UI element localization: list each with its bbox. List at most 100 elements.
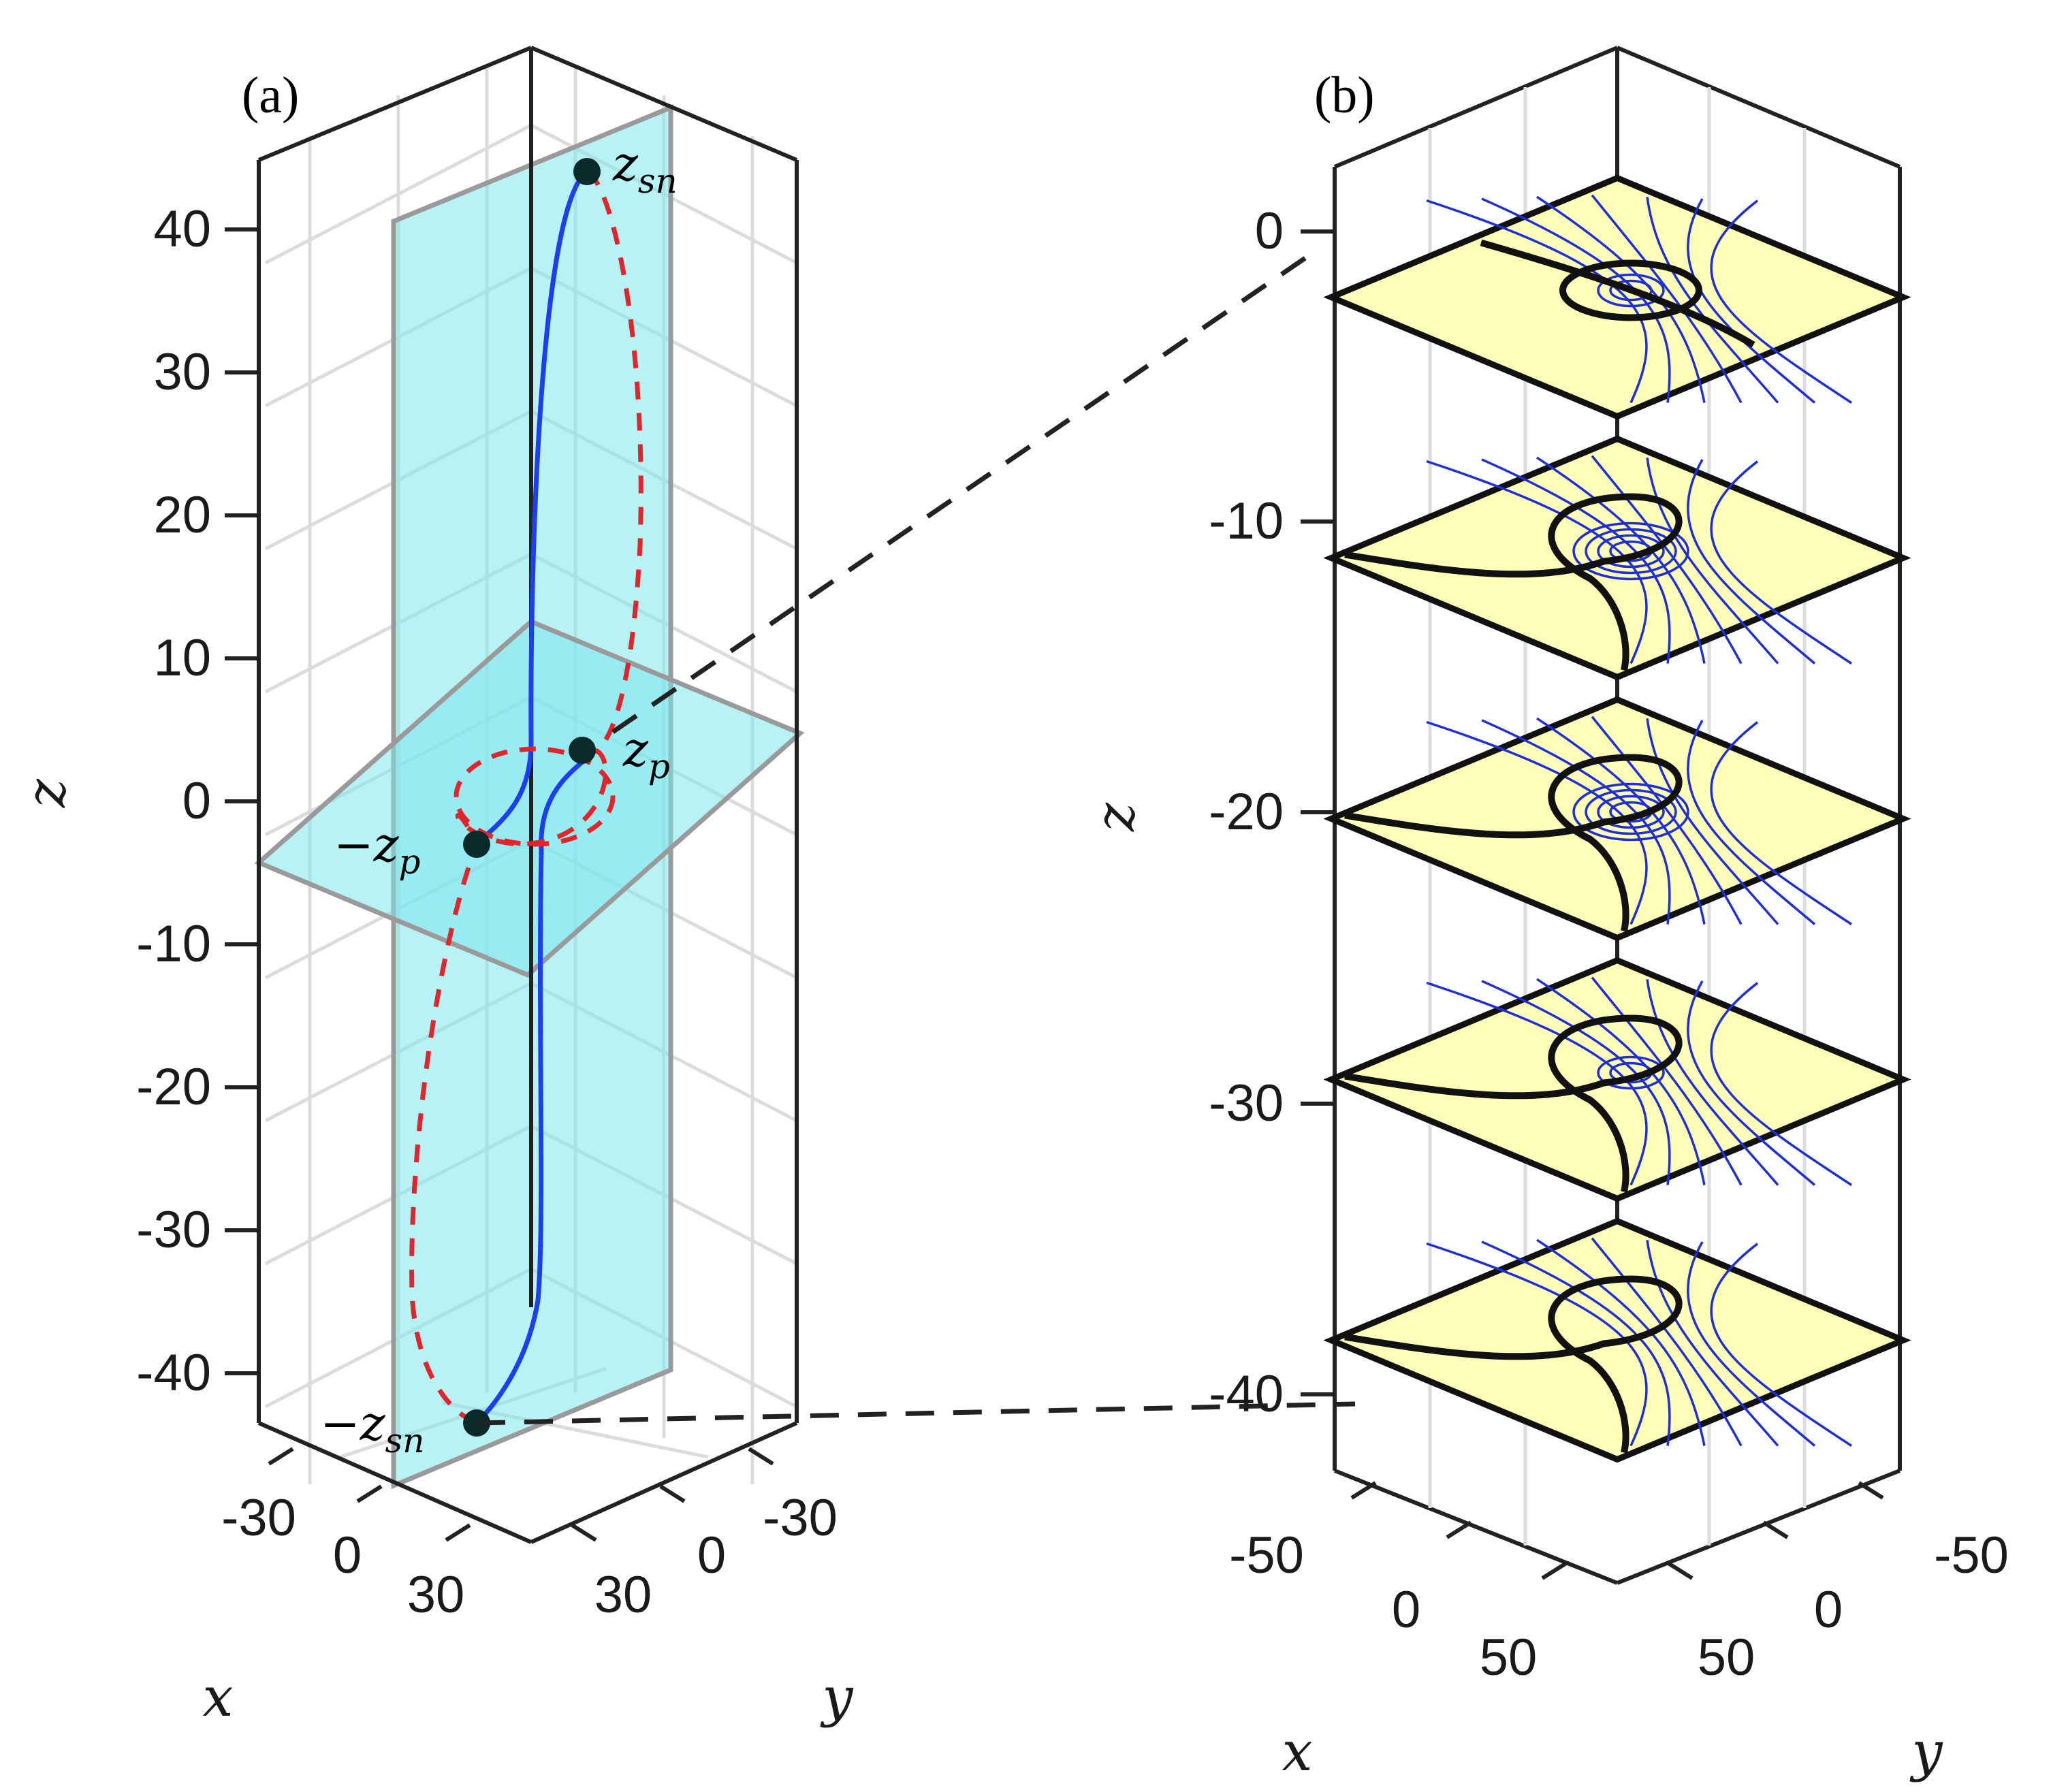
separatrix xyxy=(1344,1275,1683,1454)
z-tick-label: -10 xyxy=(136,915,211,973)
streamline xyxy=(1481,458,1671,664)
panel-a-y-label: y xyxy=(820,1665,854,1729)
z-tick-label: 10 xyxy=(153,629,211,687)
connector-bottom xyxy=(476,1401,1356,1426)
y-tick-label: -30 xyxy=(763,1489,838,1547)
streamline xyxy=(1710,982,1852,1186)
z-tick-label: -40 xyxy=(136,1344,211,1402)
z-tick-label: -30 xyxy=(1209,1074,1284,1132)
streamline xyxy=(1536,456,1706,664)
streamline xyxy=(1687,1241,1816,1447)
slice-z--30 xyxy=(1323,957,1911,1202)
z-tick-label: 20 xyxy=(153,486,211,544)
separatrix xyxy=(1344,1014,1683,1193)
panel-b-z-ticks: 0 -10 -20 -30 -40 xyxy=(1209,202,1335,1423)
label-neg-zsn: −zsn xyxy=(320,1396,424,1460)
x-tick-label: 30 xyxy=(407,1566,465,1624)
panel-label-b: (b) xyxy=(1314,67,1375,124)
streamline xyxy=(1591,455,1743,665)
streamline xyxy=(1597,795,1665,829)
panel-a-dashed-loop xyxy=(454,746,616,847)
streamline xyxy=(1687,198,1816,404)
y-tick-label: 30 xyxy=(594,1566,652,1624)
z-tick-label: 40 xyxy=(153,200,211,258)
streamline xyxy=(1591,194,1743,404)
point-neg-zp xyxy=(463,831,490,858)
streamline xyxy=(1609,279,1653,302)
streamline xyxy=(1710,721,1852,925)
streamline xyxy=(1481,197,1671,403)
streamline xyxy=(1572,522,1689,581)
streamline xyxy=(1585,528,1677,575)
streamline xyxy=(1536,978,1706,1185)
slice-z--10 xyxy=(1323,435,1911,681)
panel-a: zsn zp −zp −zsn (a) 40 30 20 10 0 -10 -2… xyxy=(14,46,854,1729)
panel-b-x-ticks: -50 0 50 xyxy=(1229,1481,1568,1686)
panel-a-x-ticks: -30 0 30 xyxy=(221,1447,471,1624)
x-tick-label: 0 xyxy=(1392,1581,1420,1639)
streamline xyxy=(1591,716,1743,925)
streamline xyxy=(1585,788,1677,835)
z-tick-label: -10 xyxy=(1209,492,1284,550)
x-tick-label: 50 xyxy=(1480,1629,1538,1686)
point-zsn xyxy=(573,158,601,185)
point-zp xyxy=(569,737,596,764)
panel-a-x-label: x xyxy=(202,1665,233,1729)
streamline xyxy=(1687,720,1816,925)
z-tick-label: 0 xyxy=(182,772,211,830)
z-tick-label: 0 xyxy=(1255,202,1284,260)
z-tick-label: -20 xyxy=(136,1058,211,1116)
z-tick-label: -20 xyxy=(1209,783,1284,841)
streamline xyxy=(1646,458,1779,665)
streamline xyxy=(1597,534,1665,569)
streamline xyxy=(1597,1055,1665,1090)
panel-a-y-ticks: -30 0 30 xyxy=(571,1447,838,1624)
panel-b-slices xyxy=(1323,174,1911,1463)
streamline xyxy=(1481,980,1671,1185)
y-tick-label: 0 xyxy=(697,1526,726,1584)
slice-z--40 xyxy=(1323,1217,1911,1463)
separatrix xyxy=(1344,493,1683,671)
streamline xyxy=(1646,979,1779,1186)
streamline xyxy=(1591,1237,1743,1447)
streamline xyxy=(1646,1240,1779,1447)
streamline xyxy=(1481,1241,1671,1446)
panel-a-z-ticks: 40 30 20 10 0 -10 -20 -30 -40 xyxy=(136,200,259,1402)
panel-b-y-label: y xyxy=(1909,1720,1943,1783)
streamline xyxy=(1646,718,1779,925)
label-neg-zp: −zp xyxy=(334,817,421,882)
label-zsn: zsn xyxy=(612,136,678,201)
panel-a-solid-curve xyxy=(475,170,598,1425)
streamline xyxy=(1481,719,1671,925)
slice-z-0 xyxy=(1323,174,1911,420)
streamline xyxy=(1536,717,1706,925)
x-tick-label: -30 xyxy=(221,1489,296,1547)
panel-a-dashed-curve xyxy=(409,169,643,1426)
streamline xyxy=(1687,459,1816,665)
panel-a-z-label: z xyxy=(14,778,78,808)
label-zp: zp xyxy=(622,722,670,786)
streamline xyxy=(1710,199,1852,404)
streamline xyxy=(1597,273,1665,308)
y-tick-label: 50 xyxy=(1698,1629,1755,1686)
streamline xyxy=(1710,460,1852,665)
panel-b: (b) 0 -10 -20 -30 -40 z -50 0 50 x xyxy=(1083,46,2009,1783)
z-tick-label: -30 xyxy=(136,1201,211,1259)
y-tick-label: -50 xyxy=(1934,1526,2009,1584)
separatrix xyxy=(1480,239,1755,348)
streamline xyxy=(1591,976,1743,1186)
streamline xyxy=(1572,782,1689,842)
separatrix xyxy=(1344,754,1683,932)
x-tick-label: 0 xyxy=(333,1526,362,1584)
y-tick-label: 0 xyxy=(1814,1581,1843,1639)
slice-z--20 xyxy=(1323,696,1911,942)
z-tick-label: -40 xyxy=(1209,1365,1284,1423)
z-tick-label: 30 xyxy=(153,343,211,401)
panel-b-y-ticks: -50 0 50 xyxy=(1667,1481,2009,1686)
panel-b-z-label: z xyxy=(1083,802,1147,832)
streamline xyxy=(1536,1238,1706,1446)
x-tick-label: -50 xyxy=(1229,1526,1304,1584)
panel-label-a: (a) xyxy=(242,67,299,124)
streamline xyxy=(1687,980,1816,1186)
